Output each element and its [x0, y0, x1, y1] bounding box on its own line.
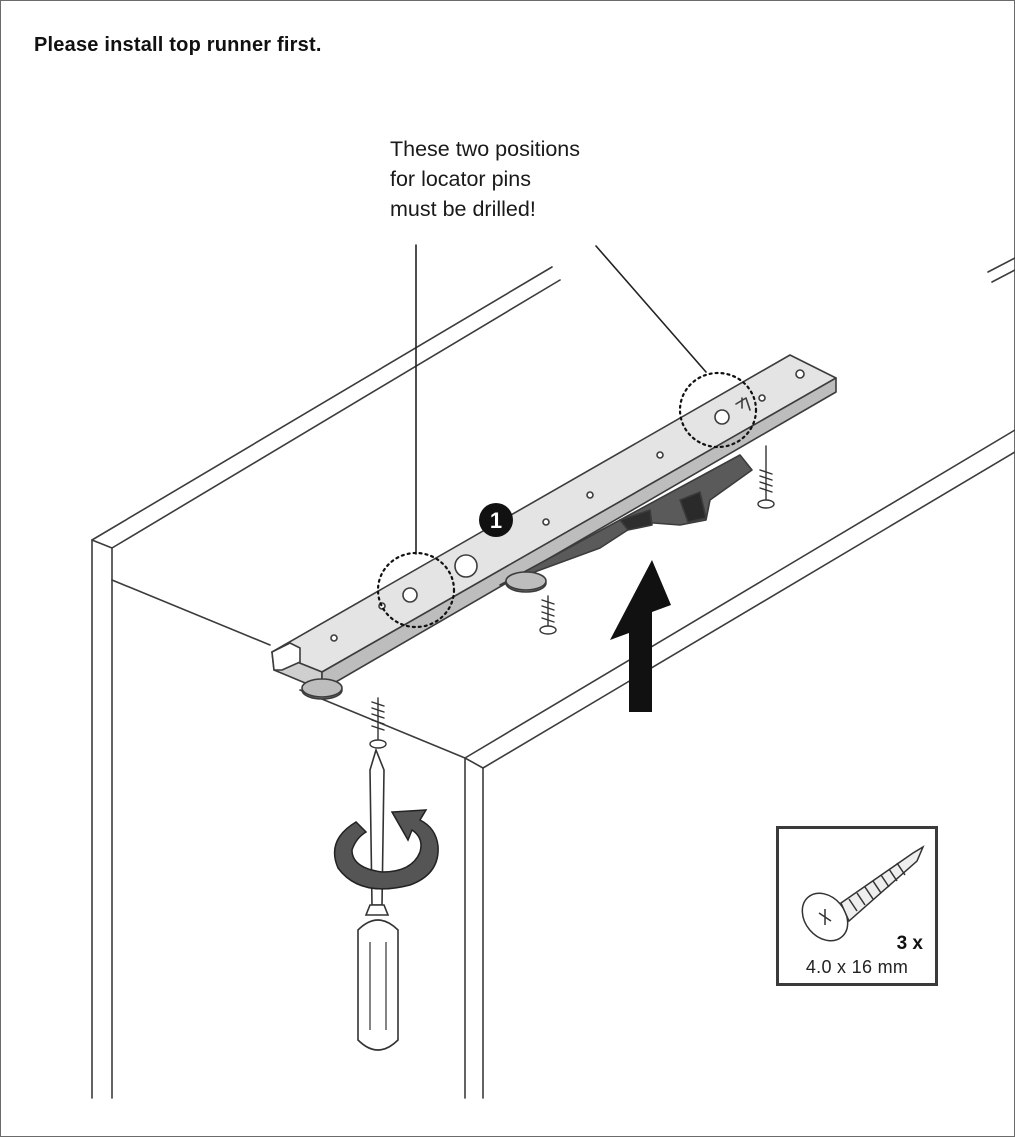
up-arrow-icon [610, 560, 671, 712]
screw-quantity: 3 x [896, 933, 923, 954]
callout-line-3: must be drilled! [390, 197, 536, 221]
hardware-box: 3 x 4.0 x 16 mm [776, 826, 938, 986]
mounting-screws [369, 445, 775, 749]
top-runner-rail [271, 354, 837, 700]
callout-line-1: These two positions [390, 137, 581, 161]
instruction-heading: Please install top runner first. [34, 34, 322, 56]
cabinet-top-panel [91, 257, 1015, 1099]
step-marker: 1 [479, 503, 513, 537]
locator-pin-markers [376, 371, 758, 629]
screwdriver-icon [357, 747, 399, 1051]
callout-leader-lines [415, 244, 707, 555]
rotate-arrow-icon [333, 809, 439, 890]
locator-pin-callout: These two positions for locator pins mus… [390, 134, 580, 224]
screw-size: 4.0 x 16 mm [805, 957, 909, 977]
screw-icon [801, 845, 925, 942]
step-number: 1 [490, 508, 502, 533]
callout-line-2: for locator pins [390, 167, 532, 191]
